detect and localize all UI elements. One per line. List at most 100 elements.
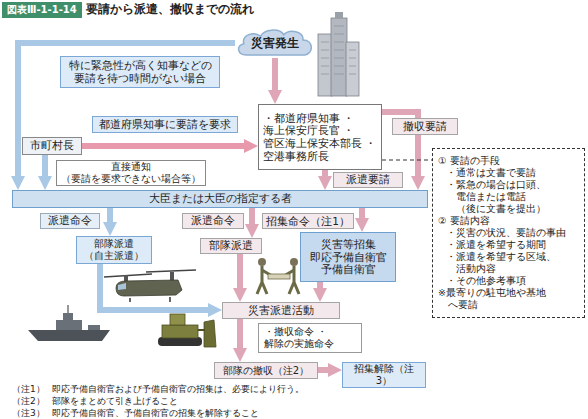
node-text: 直接通知 （要請を要求できない場合等）	[60, 161, 202, 185]
disaster-cloud: 災害発生	[235, 28, 315, 58]
bulldozer-blade	[204, 320, 216, 347]
helicopter-illustration	[104, 270, 196, 302]
request-label-box: 撤収要請	[392, 118, 458, 135]
node-text: 災害発生	[251, 36, 299, 50]
flow-arrow	[322, 170, 328, 178]
building-top	[335, 12, 343, 18]
diagram-title: 要請から派遣、撤収までの流れ	[86, 2, 254, 17]
rotor-mast	[170, 272, 174, 281]
requester-box: ・都道府県知事 ・海上保安庁長官 ・管区海上保安本部長 ・空港事務所長	[258, 104, 382, 170]
node-text: 招集解除（注3）	[346, 363, 422, 387]
node-text: ② 要請内容	[438, 215, 490, 227]
stretcher	[268, 274, 290, 279]
actor-box: 市町村長	[22, 137, 82, 155]
node-text: 部隊の撤収（注2）	[223, 365, 309, 377]
node-text: ・その他参考事項	[438, 275, 526, 287]
rescuer-body	[284, 266, 299, 294]
building-tower	[318, 34, 332, 96]
node-text: 部隊派遣	[209, 239, 253, 252]
node-text: 部隊派遣 （自主派遣）	[80, 238, 148, 262]
order-label-box: 招集命令（注1）	[262, 213, 354, 229]
request-box: 都道府県知事に要請を要求	[92, 116, 238, 133]
node-text: 大臣または大臣の指定する者	[149, 192, 292, 205]
node-text: ① 要請の手段	[438, 155, 500, 167]
flow-arrow	[100, 264, 210, 310]
node-text: ※最寄りの駐屯地や基地 へ要請	[438, 287, 566, 311]
withdrawal-box: 部隊の撤収（注2）	[214, 362, 318, 379]
flow-arrow	[359, 208, 365, 220]
landing-gear	[129, 298, 131, 302]
rescuer-head	[258, 258, 266, 266]
rescuer-body	[257, 266, 272, 294]
node-text: ・都道府県知事 ・海上保安庁長官 ・管区海上保安本部長 ・空港事務所長	[263, 112, 377, 162]
note-box: ① 要請の手段・通常は文書で要請・緊急の場合は口頭、 電信または電話 （後に文書…	[432, 148, 585, 318]
note-text: 即応予備自衛官および予備自衛官の招集は、必要により行う。	[52, 383, 304, 396]
note-number: （注1）	[12, 383, 45, 396]
flow-arrow	[18, 43, 235, 178]
node-text: 派遣要請	[346, 173, 390, 186]
node-text: 災害等招集 即応予備自衛官 予備自衛官	[304, 238, 392, 276]
node-text: 市町村長	[30, 139, 74, 152]
landing-gear	[169, 297, 171, 302]
flow-arrow	[318, 367, 330, 373]
node-text: ・災害の状況、要請の事由	[438, 227, 566, 239]
node-text: 特に緊急性が高く知事などの要請を待つ時間がない場合	[66, 59, 214, 85]
helicopter-window	[118, 283, 126, 290]
bulldozer-arm	[198, 329, 205, 331]
node-text: 招集命令（注1）	[266, 215, 350, 228]
rescuer-head	[290, 258, 298, 266]
node-text: 撤収要請	[403, 120, 447, 133]
flow-arrow	[237, 254, 243, 290]
flow-arrow	[249, 208, 255, 226]
node-text: 災害派遣活動	[248, 304, 314, 317]
node-text: ・緊急の場合は口頭、 電信または電話 （後に文書を提出）	[438, 179, 566, 215]
building-windows	[321, 26, 356, 74]
call-up-box: 災害等招集 即応予備自衛官 予備自衛官	[300, 232, 396, 282]
flow-arrow	[272, 58, 278, 92]
bulldozer-cab	[170, 314, 185, 325]
flow-arrow	[42, 155, 48, 178]
flow-arrow	[107, 208, 113, 224]
ship-bridge	[63, 313, 73, 320]
flow-arrow	[317, 282, 323, 290]
node-text: ・通常は文書で要請	[438, 167, 536, 179]
order-label-box: 派遣命令	[40, 213, 100, 229]
release-box: 招集解除（注3）	[342, 362, 426, 388]
authority-bar: 大臣または大臣の指定する者	[12, 190, 428, 208]
flow-arrow	[82, 143, 246, 149]
node-text: 派遣命令	[48, 214, 92, 227]
building-tower	[331, 18, 347, 96]
activity-box: 災害派遣活動	[222, 302, 340, 319]
condition-box: 特に緊急性が高く知事などの要請を待つ時間がない場合	[60, 56, 220, 88]
ship-bridge	[56, 320, 82, 330]
flow-arrow	[237, 319, 243, 350]
ship-mast	[67, 305, 68, 313]
rotor-blade	[146, 270, 196, 272]
request-label-box: 派遣要請	[333, 172, 403, 188]
bulldozer-illustration	[158, 314, 216, 347]
node-text: ・撤収命令 ・解除の実施命令	[264, 326, 356, 350]
node-text: ・派遣を希望する区域、 活動内容	[438, 251, 566, 275]
helicopter-body	[116, 280, 182, 296]
note-text: 即応予備自衛官、予備自衛官の招集を解除すること	[52, 407, 259, 419]
node-text: 派遣命令	[191, 214, 235, 227]
note-number: （注3）	[12, 407, 45, 419]
building-illustration	[318, 12, 359, 96]
note-number: （注2）	[12, 395, 45, 408]
rescue-illustration	[257, 258, 299, 294]
dispatch-box: 部隊派遣	[200, 238, 262, 254]
node-text: ・派遣を希望する期間	[438, 239, 546, 251]
cloud-shape	[239, 30, 312, 55]
order-label-box: 派遣命令	[182, 213, 244, 229]
notice-box: 直接通知 （要請を要求できない場合等）	[56, 160, 206, 186]
figure-number: 図表Ⅲ-1-1-14	[2, 2, 82, 18]
dispatch-box: 部隊派遣 （自主派遣）	[76, 236, 152, 264]
note-text: 部隊をまとめて引き上げること	[52, 395, 178, 408]
bulldozer-body	[162, 325, 198, 338]
order-list-box: ・撤収命令 ・解除の実施命令	[258, 323, 362, 353]
dashed-link	[382, 159, 432, 160]
ship-hull	[28, 330, 110, 341]
node-text: 都道府県知事に要請を要求	[99, 118, 231, 131]
ship-deck	[88, 325, 100, 330]
